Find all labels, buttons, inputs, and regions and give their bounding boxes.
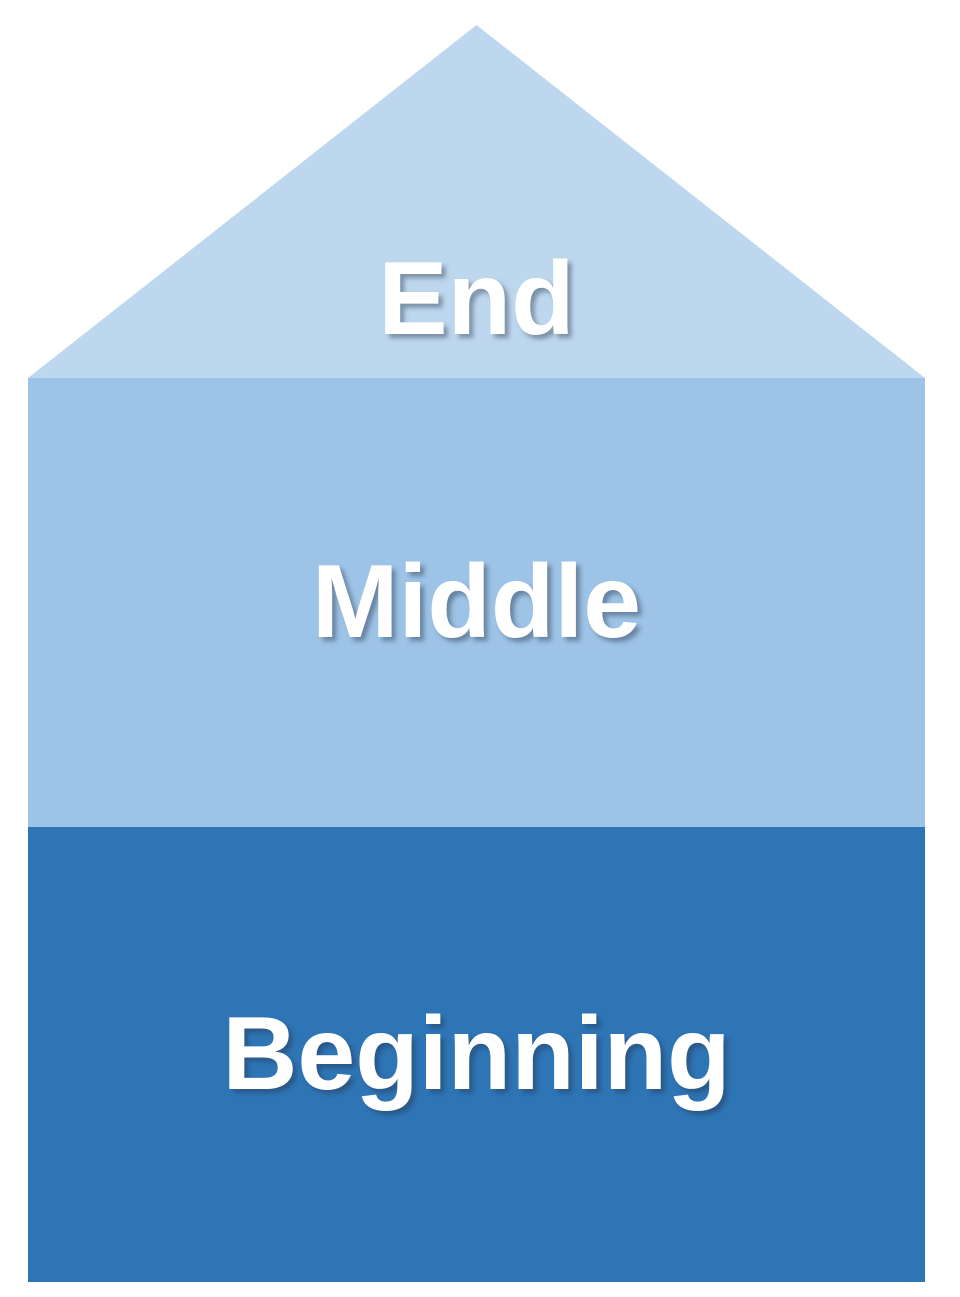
process-house-diagram: End Middle Beginning [28, 25, 925, 1282]
diagram-section-beginning: Beginning [28, 827, 925, 1282]
diagram-section-middle: Middle [28, 378, 925, 827]
section-label-end: End [378, 241, 575, 358]
section-label-middle: Middle [311, 543, 642, 660]
diagram-section-end: End [28, 25, 925, 378]
section-label-beginning: Beginning [222, 995, 731, 1112]
